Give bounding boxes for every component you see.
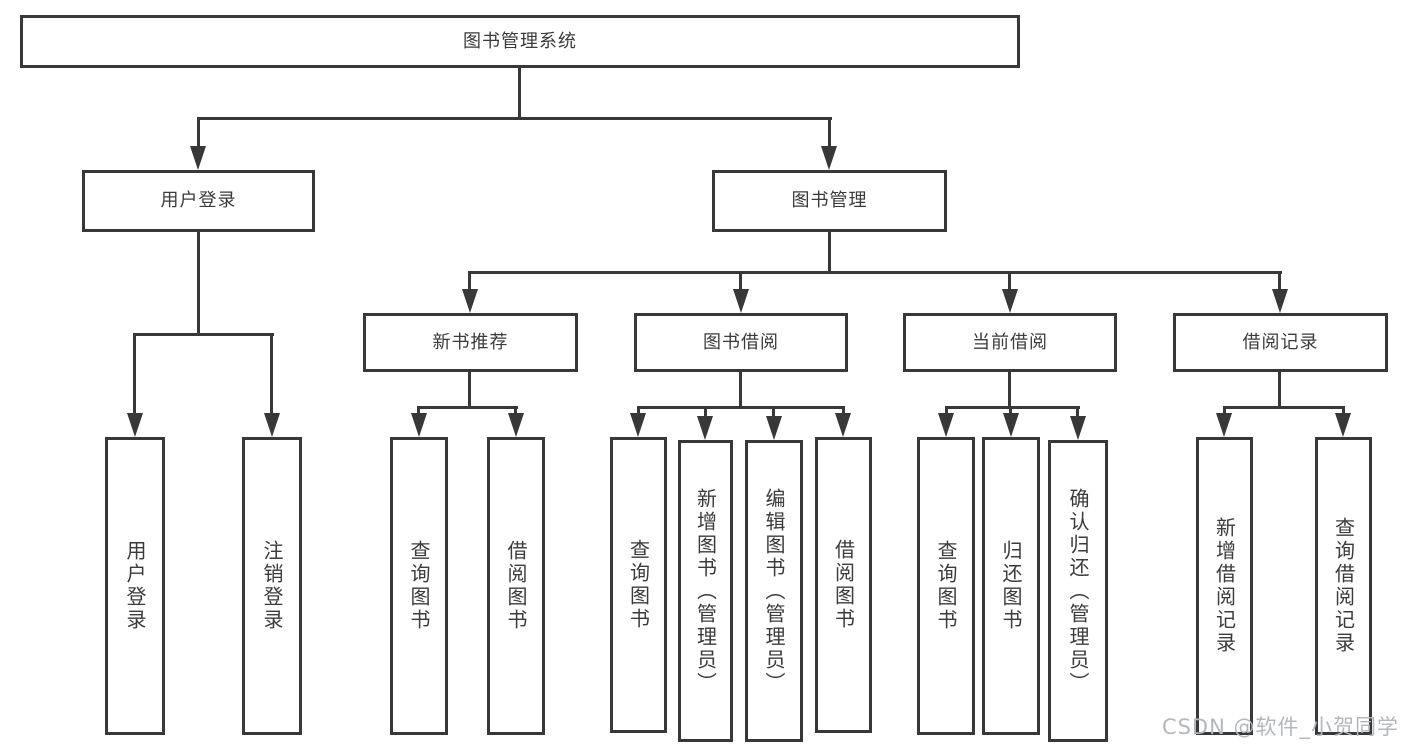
arrowhead-icon xyxy=(1002,289,1018,313)
connector-line xyxy=(945,406,1080,409)
arrowhead-icon xyxy=(1335,413,1351,437)
node-borrowing-records: 借阅记录 xyxy=(1173,313,1388,372)
connector-line xyxy=(1278,271,1281,293)
connector-line xyxy=(417,406,518,409)
leaf-borrow-book-1: 借阅图书 xyxy=(487,437,545,735)
node-user-login: 用户登录 xyxy=(82,170,315,232)
connector-line xyxy=(197,117,832,120)
leaf-add-book-admin: 新增图书（管理员） xyxy=(678,440,733,742)
arrowhead-icon xyxy=(462,289,478,313)
connector-line xyxy=(1342,406,1345,418)
connector-line xyxy=(1223,406,1345,409)
leaf-query-borrow-record: 查询借阅记录 xyxy=(1315,437,1372,735)
arrowhead-icon xyxy=(1216,413,1232,437)
arrowhead-icon xyxy=(508,413,524,437)
connector-line xyxy=(133,333,136,417)
leaf-confirm-return-admin: 确认归还（管理员） xyxy=(1048,440,1108,742)
connector-line xyxy=(772,406,775,420)
connector-line xyxy=(133,333,274,336)
connector-line xyxy=(1223,406,1226,418)
connector-line xyxy=(1009,406,1012,418)
connector-line xyxy=(842,406,845,418)
connector-line xyxy=(518,68,521,120)
connector-line xyxy=(828,232,831,274)
connector-line xyxy=(739,271,742,293)
node-book-borrowing: 图书借阅 xyxy=(634,313,848,372)
leaf-query-book-1: 查询图书 xyxy=(390,437,448,735)
leaf-logout: 注销登录 xyxy=(242,437,302,735)
arrowhead-icon xyxy=(630,413,646,437)
csdn-watermark: CSDN @软件_小贺同学 xyxy=(1161,715,1399,739)
connector-line xyxy=(704,406,707,420)
node-current-borrowing: 当前借阅 xyxy=(903,313,1117,372)
node-root: 图书管理系统 xyxy=(20,15,1020,68)
connector-line xyxy=(945,406,948,418)
arrowhead-icon xyxy=(127,413,143,437)
arrowhead-icon xyxy=(264,413,280,437)
arrowhead-icon xyxy=(733,289,749,313)
connector-line xyxy=(1278,372,1281,409)
arrowhead-icon xyxy=(1003,413,1019,437)
arrowhead-icon xyxy=(1070,416,1086,440)
arrowhead-icon xyxy=(697,416,713,440)
connector-line xyxy=(1008,271,1011,293)
node-new-book-recommend: 新书推荐 xyxy=(363,313,578,372)
connector-line xyxy=(637,406,845,409)
leaf-query-book-2: 查询图书 xyxy=(610,437,667,733)
connector-line xyxy=(468,372,471,409)
connector-line xyxy=(739,372,742,409)
arrowhead-icon xyxy=(835,413,851,437)
leaf-user-login: 用户登录 xyxy=(105,437,165,735)
connector-line xyxy=(828,117,831,150)
arrowhead-icon xyxy=(411,413,427,437)
connector-line xyxy=(468,271,471,293)
leaf-add-borrow-record: 新增借阅记录 xyxy=(1196,437,1253,735)
arrowhead-icon xyxy=(938,413,954,437)
leaf-borrow-book-2: 借阅图书 xyxy=(815,437,872,733)
arrowhead-icon xyxy=(190,146,206,170)
leaf-edit-book-admin: 编辑图书（管理员） xyxy=(745,440,803,742)
connector-line xyxy=(417,406,420,418)
leaf-return-book: 归还图书 xyxy=(982,437,1040,735)
connector-line xyxy=(514,406,517,418)
connector-line xyxy=(197,117,200,150)
connector-line xyxy=(637,406,640,418)
connector-line xyxy=(197,232,200,336)
connector-line xyxy=(270,333,273,417)
node-book-management: 图书管理 xyxy=(712,170,947,232)
arrowhead-icon xyxy=(766,416,782,440)
arrowhead-icon xyxy=(821,146,837,170)
connector-line xyxy=(468,271,1282,274)
connector-line xyxy=(1008,372,1011,409)
leaf-query-book-3: 查询图书 xyxy=(917,437,975,735)
arrowhead-icon xyxy=(1272,289,1288,313)
connector-line xyxy=(1076,406,1079,420)
